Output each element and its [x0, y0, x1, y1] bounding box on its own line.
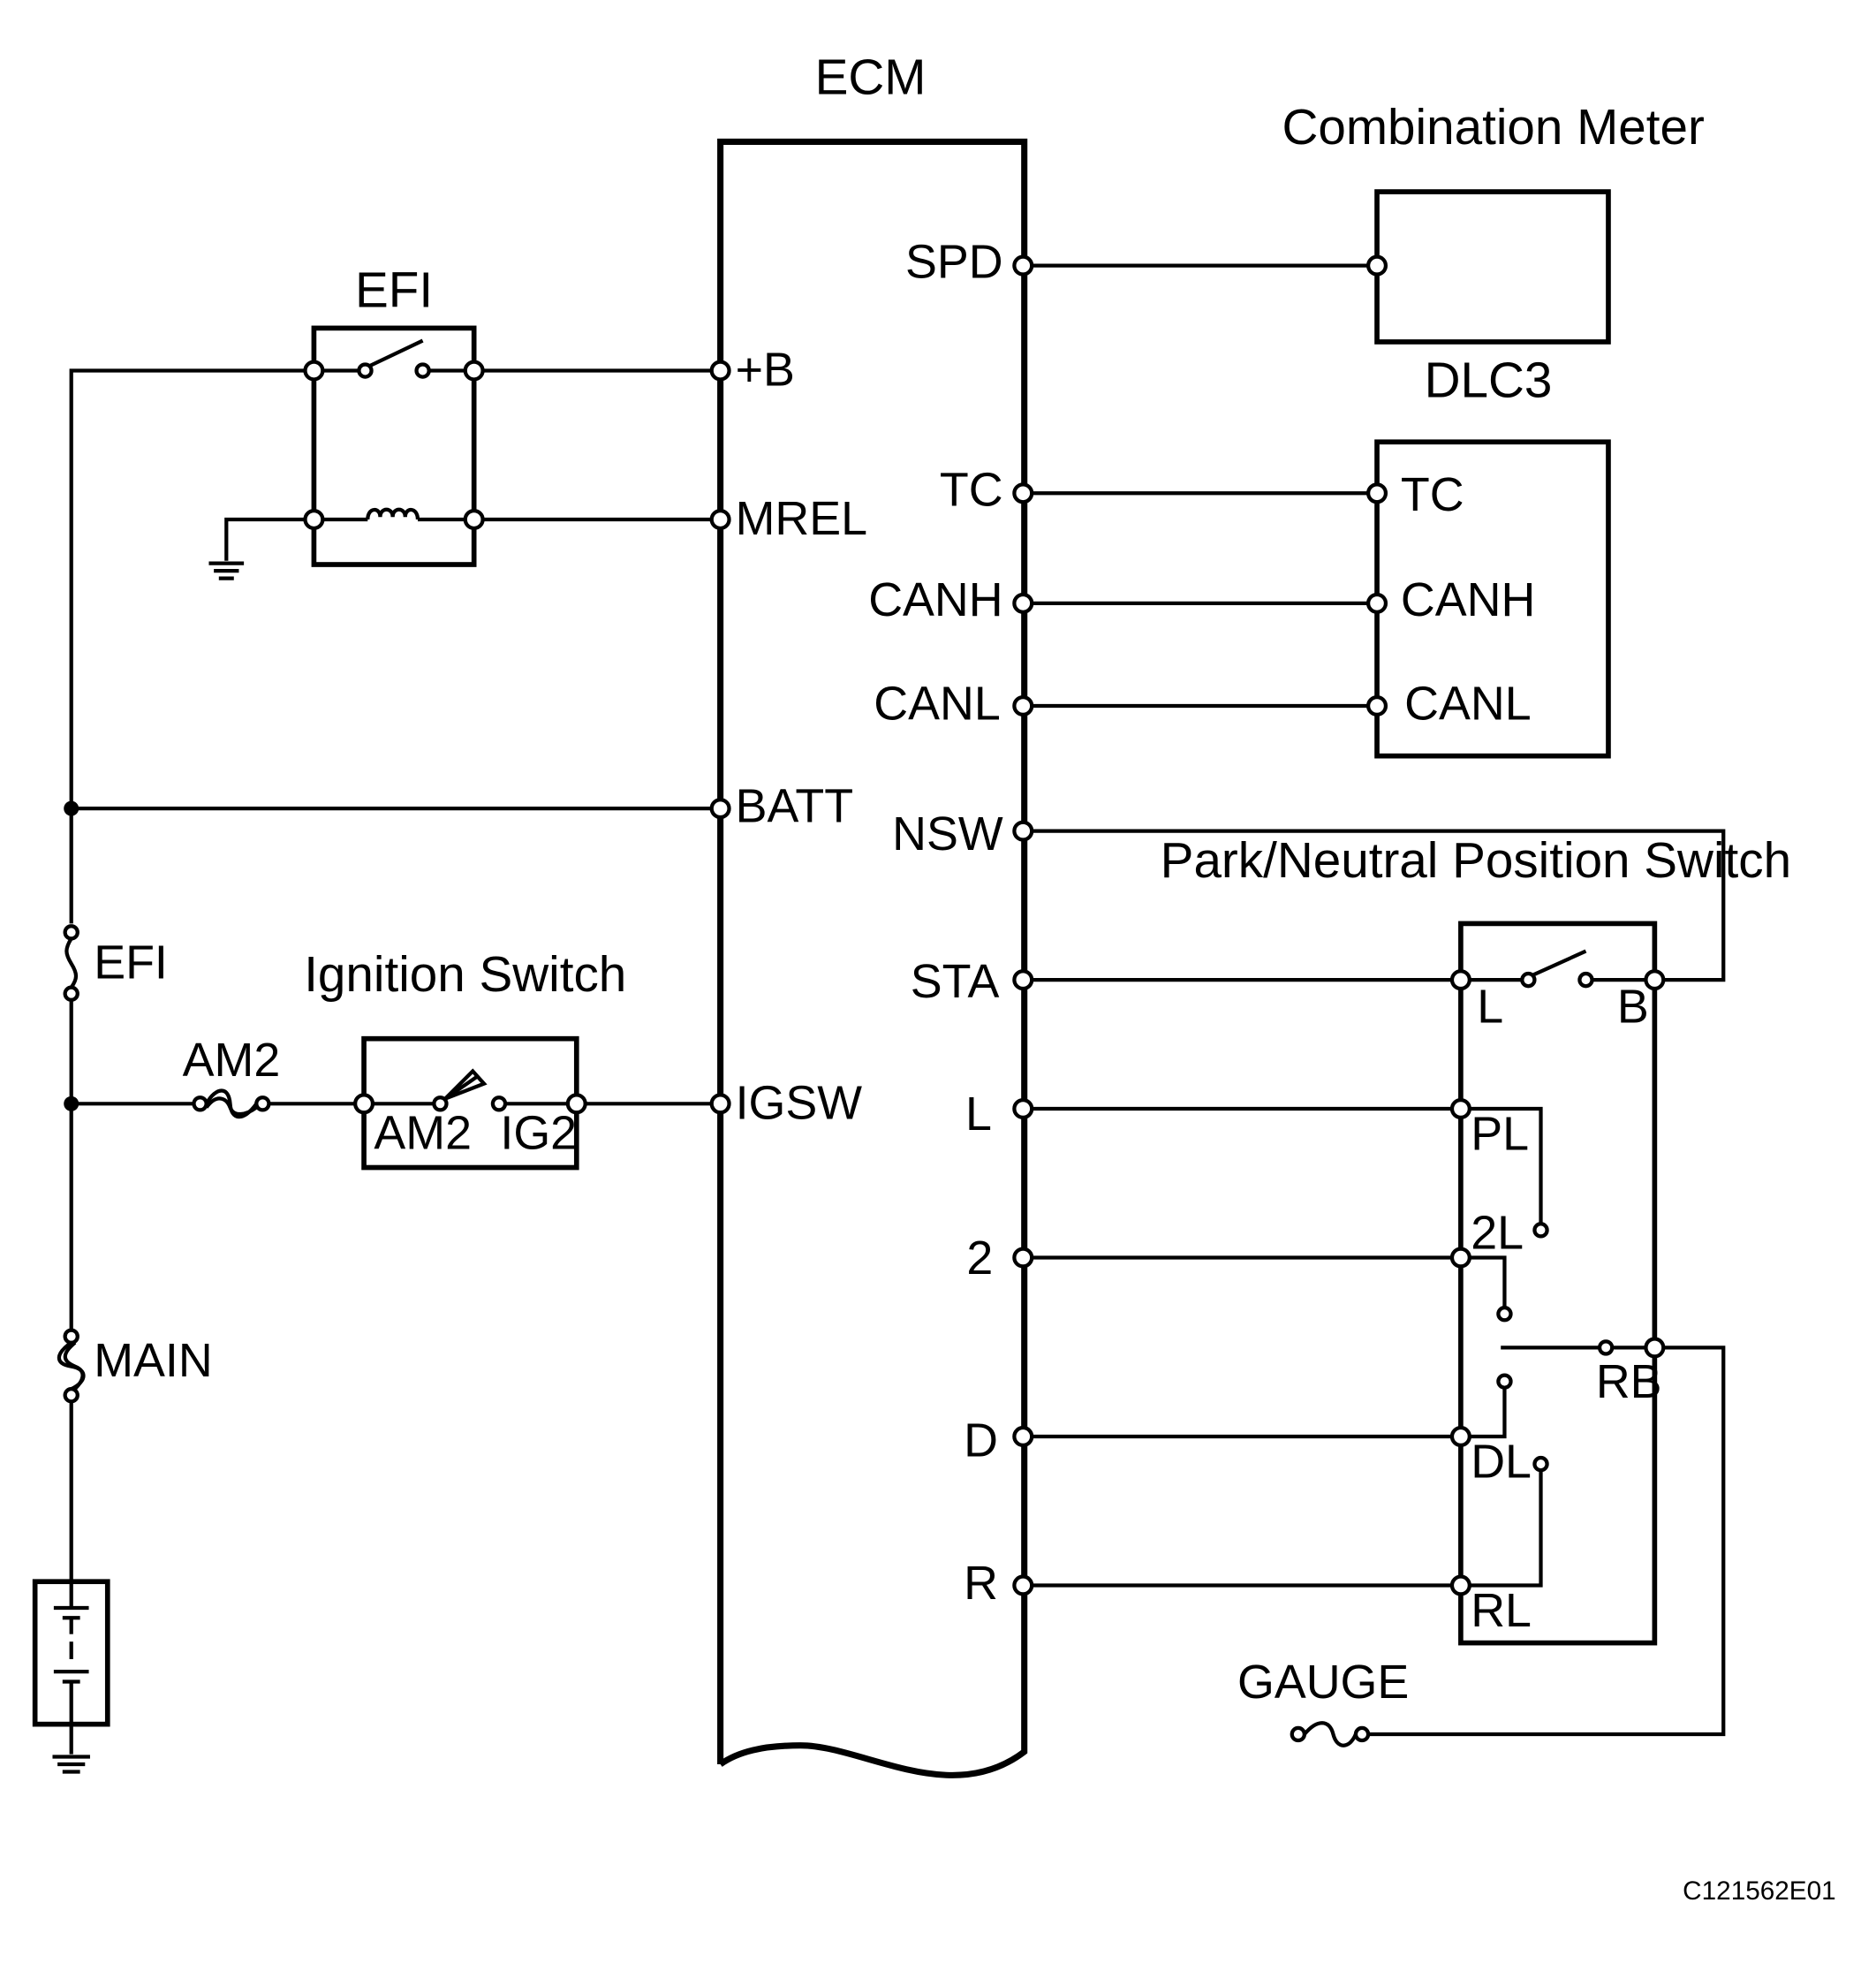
ecm-batt-label: BATT [736, 780, 854, 833]
pnp-2l-label: 2L [1471, 1207, 1524, 1260]
pnp-pl-terminal [1449, 1097, 1471, 1120]
ecm-block: ECM [717, 50, 1028, 1778]
ecm-nsw-terminal [1012, 820, 1034, 842]
figure-code: C121562E01 [1683, 1876, 1836, 1906]
main-fuse: MAIN [57, 1328, 213, 1404]
ignition-am2-terminal [353, 1093, 375, 1115]
ecm-title: ECM [815, 50, 927, 106]
ecm-d-label: D [964, 1414, 998, 1467]
ecm-b-terminal [709, 360, 731, 382]
ecm-igsw-label: IGSW [736, 1076, 863, 1129]
combination-meter: Combination Meter [1023, 100, 1705, 345]
am2-fuse-label: AM2 [183, 1034, 281, 1087]
dlc3-canh-label: CANH [1401, 573, 1535, 626]
pnp-b-terminal [1644, 969, 1666, 991]
pnp-2l-terminal [1449, 1247, 1471, 1269]
gauge-fuse: GAUGE [1237, 1656, 1409, 1747]
ecm-right-terminals: SPD TC CANH CANL NSW STA L 2 D R [868, 236, 1034, 1610]
efi-relay-title: EFI [355, 262, 433, 318]
ecm-canh-terminal [1012, 592, 1034, 614]
ecm-sta-terminal [1012, 969, 1034, 991]
ecm-mrel-label: MREL [736, 492, 867, 545]
ecm-spd-label: SPD [905, 236, 1003, 289]
pnp-switch-title: Park/Neutral Position Switch [1161, 833, 1791, 889]
ecm-r-label: R [964, 1557, 998, 1610]
ecm-canl-label: CANL [874, 678, 1001, 731]
ground-symbol [52, 1755, 90, 1774]
ecm-2-terminal [1012, 1247, 1034, 1269]
efi-relay-terminal-2 [463, 360, 485, 382]
ecm-2-label: 2 [966, 1232, 993, 1285]
ignition-am2-label: AM2 [374, 1106, 472, 1159]
pnp-rl-terminal [1449, 1574, 1471, 1596]
pnp-rb-terminal [1644, 1337, 1666, 1359]
power-wiring: EFI AM2 MAIN [32, 368, 712, 1774]
efi-relay-terminal-4 [463, 509, 485, 531]
dlc3-tc-terminal [1365, 482, 1388, 504]
ecm-mrel-terminal [709, 509, 731, 531]
am2-fuse: AM2 [183, 1034, 281, 1119]
ecm-igsw-terminal [709, 1093, 731, 1115]
ecm-l-terminal [1012, 1097, 1034, 1120]
combination-meter-terminal [1365, 254, 1388, 277]
efi-fuse-label: EFI [94, 936, 168, 989]
ecm-spd-terminal [1012, 254, 1034, 277]
pnp-b-label: B [1617, 980, 1649, 1033]
pnp-l-terminal [1449, 969, 1471, 991]
dlc3-canh-terminal [1365, 592, 1388, 614]
pnp-dl-label: DL [1471, 1436, 1532, 1489]
main-fuse-label: MAIN [94, 1334, 213, 1387]
pnp-pl-label: PL [1471, 1108, 1529, 1161]
ignition-switch: Ignition Switch AM2 IG2 [304, 947, 712, 1171]
junction-dot [64, 800, 79, 816]
ecm-sta-label: STA [911, 955, 1000, 1008]
efi-relay-terminal-3 [303, 509, 325, 531]
ecm-r-terminal [1012, 1574, 1034, 1596]
ground-symbol [208, 561, 245, 580]
dlc3-title: DLC3 [1425, 353, 1553, 408]
efi-relay: EFI [208, 262, 485, 580]
dlc3-canl-terminal [1365, 694, 1388, 717]
combination-meter-title: Combination Meter [1282, 100, 1705, 155]
park-neutral-position-switch: Park/Neutral Position Switch L B PL 2L R… [1032, 829, 1791, 1737]
dlc3-connector: DLC3 TC CANH CANL [1023, 353, 1611, 759]
ecm-canh-label: CANH [868, 573, 1002, 626]
pnp-l-label: L [1477, 980, 1503, 1033]
ecm-tc-label: TC [940, 463, 1003, 516]
ecm-batt-terminal [709, 798, 731, 820]
battery [32, 1579, 110, 1727]
efi-relay-terminal-1 [303, 360, 325, 382]
dlc3-tc-label: TC [1401, 468, 1464, 521]
ignition-ig2-label: IG2 [500, 1106, 577, 1159]
efi-fuse: EFI [63, 924, 168, 1002]
pnp-dl-terminal [1449, 1425, 1471, 1448]
ecm-b-label: +B [736, 344, 795, 397]
pnp-rl-label: RL [1471, 1584, 1532, 1637]
ecm-l-label: L [965, 1088, 992, 1141]
ecm-nsw-label: NSW [892, 807, 1003, 860]
gauge-fuse-label: GAUGE [1237, 1656, 1409, 1709]
ecm-d-terminal [1012, 1425, 1034, 1448]
dlc3-canl-label: CANL [1404, 678, 1532, 731]
ignition-switch-title: Ignition Switch [304, 947, 626, 1003]
pnp-rb-label: RB [1596, 1355, 1662, 1408]
ecm-left-terminals: +B MREL BATT IGSW [709, 344, 867, 1129]
ecm-canl-terminal [1012, 694, 1034, 717]
ecm-tc-terminal [1012, 482, 1034, 504]
